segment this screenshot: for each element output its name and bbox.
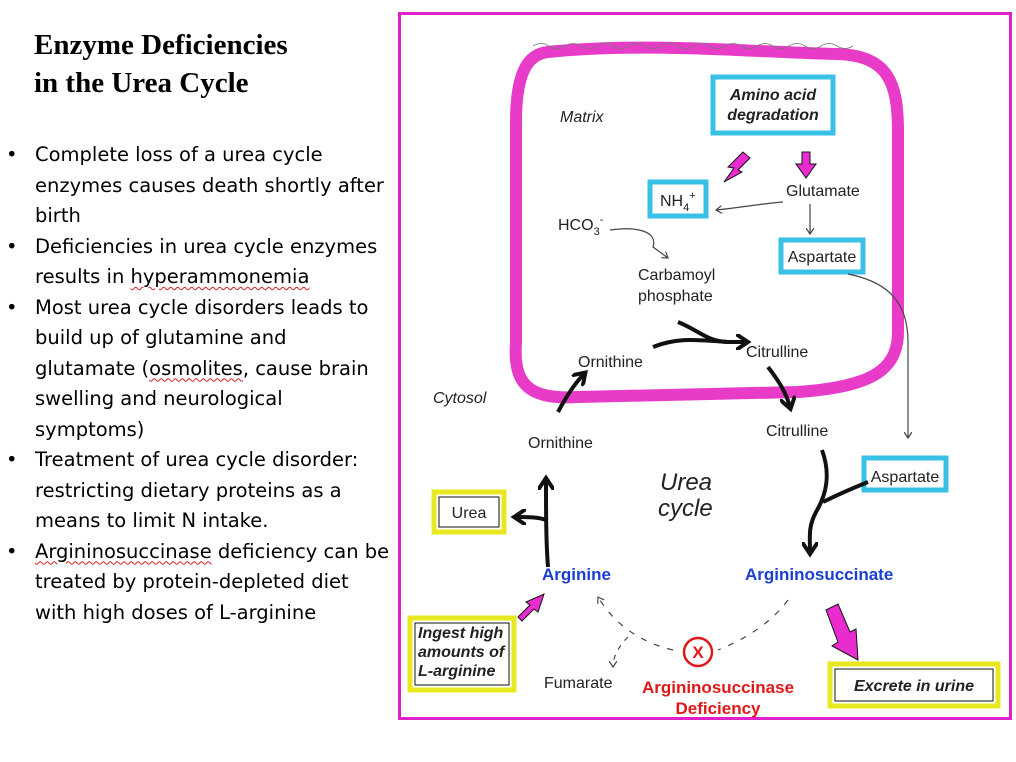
pink-arrow-icon — [517, 593, 545, 622]
bullet-list: Complete loss of a urea cycle enzymes ca… — [6, 140, 391, 628]
urea-box-inner — [438, 496, 500, 528]
membrane-outer-wave — [532, 43, 854, 49]
nh4-label: NH4+ — [660, 190, 696, 214]
aspartate-cytosol-label: Aspartate — [871, 469, 940, 486]
citrulline-cytosol-label: Citrulline — [766, 423, 828, 440]
arrow-hco3 — [609, 228, 668, 258]
urea-box — [431, 489, 507, 535]
arrow-to-urea — [516, 517, 547, 520]
ingest-line3: L-arginine — [418, 663, 495, 680]
bullet-item: Most urea cycle disorders leads to build… — [6, 293, 391, 446]
arrow-aspartate-to-cytosol — [847, 273, 908, 438]
urea-cycle-diagram: Matrix Cytosol Amino acid degradation NH… — [407, 41, 1001, 718]
spellcheck-word: Argininosuccinase — [35, 539, 212, 563]
deficiency-x-icon — [682, 636, 714, 668]
urea-cycle-line1: Urea — [660, 469, 712, 496]
excrete-box — [827, 661, 1001, 709]
slide-title: Enzyme Deficiencies in the Urea Cycle — [34, 26, 288, 102]
spellcheck-word: hyperammonemia — [130, 265, 310, 288]
ingest-box — [407, 615, 517, 693]
ornithine-cytosol-label: Ornithine — [528, 435, 593, 452]
arrow-glutamate-to-nh4 — [716, 201, 784, 210]
title-line-1: Enzyme Deficiencies — [34, 29, 288, 61]
arrow-aspartate-join — [822, 480, 869, 504]
bullet-item: Deficiencies in urea cycle enzymes resul… — [6, 232, 391, 293]
cytosol-label: Cytosol — [433, 390, 487, 407]
pink-arrow-icon — [723, 151, 751, 183]
urea-cycle-line2: cycle — [658, 495, 713, 522]
ingest-box-inner — [414, 622, 510, 686]
argininosuccinate-label: Argininosuccinate — [745, 565, 893, 584]
dashed-argininosuccinate-cleavage — [717, 599, 789, 651]
bullet-item: Complete loss of a urea cycle enzymes ca… — [6, 140, 391, 232]
hco3-label: HCO3- — [558, 214, 604, 238]
diagram-frame — [398, 12, 1012, 720]
arrow-citrulline-to-argininosuccinate — [810, 449, 829, 552]
arrow-citrulline-out-of-matrix — [766, 365, 790, 407]
amino-acid-box — [710, 74, 836, 136]
ornithine-matrix-label: Ornithine — [578, 354, 643, 371]
nh4-box — [647, 179, 709, 219]
deficiency-line1: Argininosuccinase — [642, 678, 794, 697]
amino-acid-line2: degradation — [727, 107, 819, 124]
aspartate-matrix-label: Aspartate — [788, 249, 857, 266]
ingest-line1: Ingest high — [418, 625, 504, 642]
fumarate-label: Fumarate — [544, 675, 613, 692]
amino-acid-line1: Amino acid — [729, 87, 817, 104]
aspartate-matrix-box — [778, 237, 866, 275]
pink-arrow-icon — [825, 603, 859, 661]
carbamoyl-line2: phosphate — [638, 288, 713, 305]
citrulline-matrix-label: Citrulline — [746, 344, 808, 361]
ingest-line2: amounts of — [418, 644, 506, 661]
bullet-item: Treatment of urea cycle disorder: restri… — [6, 445, 391, 537]
aspartate-cytosol-box — [861, 455, 949, 493]
bullet-item: Argininosuccinase deficiency can be trea… — [6, 537, 391, 629]
excrete-label: Excrete in urine — [854, 678, 974, 695]
urea-label: Urea — [452, 505, 487, 522]
deficiency-line2: Deficiency — [675, 699, 761, 718]
matrix-label: Matrix — [560, 109, 605, 126]
excrete-box-inner — [834, 668, 994, 702]
arginine-label: Arginine — [542, 565, 611, 584]
glutamate-label: Glutamate — [786, 183, 860, 200]
mitochondrial-membrane — [509, 41, 904, 404]
carbamoyl-line1: Carbamoyl — [638, 267, 715, 284]
spellcheck-word: osmolites — [149, 356, 243, 380]
arrow-ornithine-join — [652, 337, 729, 349]
dashed-to-fumarate — [613, 636, 629, 667]
arrow-ornithine-into-matrix — [556, 374, 584, 413]
dashed-to-arginine — [598, 597, 674, 651]
x-mark: X — [692, 643, 704, 662]
title-line-2: in the Urea Cycle — [34, 67, 249, 99]
arrow-arginine-to-ornithine — [546, 480, 548, 568]
pink-arrow-icon — [795, 151, 817, 179]
